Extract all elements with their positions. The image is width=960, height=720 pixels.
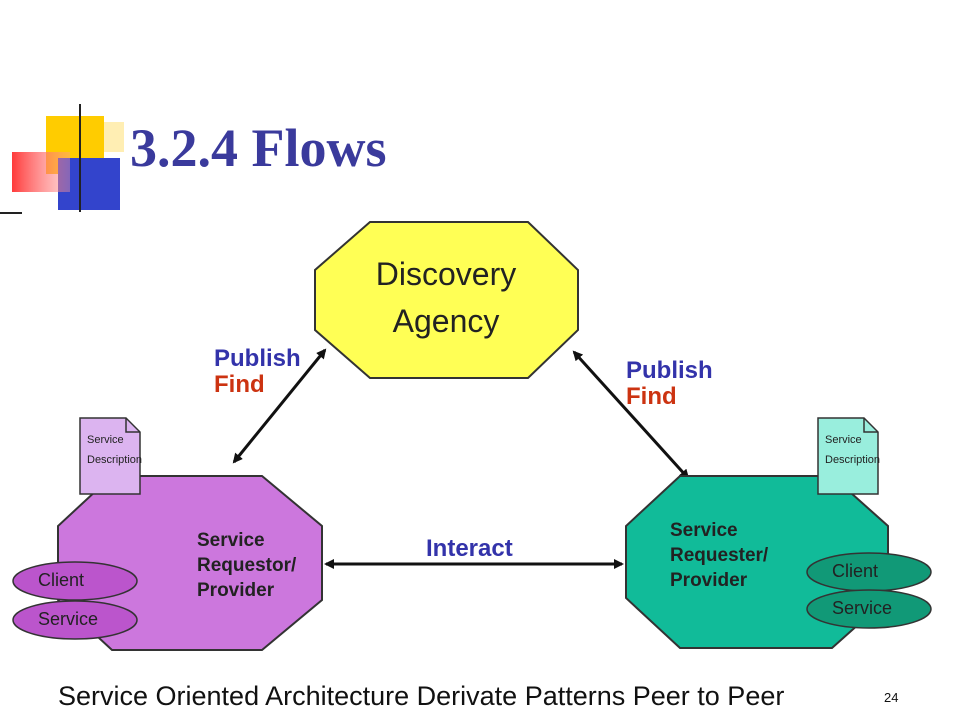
right-doc-label-line1: Service	[825, 434, 862, 446]
left-node-label-line2: Requestor/	[197, 555, 297, 576]
left-doc-label-line1: Service	[87, 434, 124, 446]
right-doc-fold	[863, 418, 878, 433]
left-publish-find-arrow	[232, 348, 327, 464]
left-client-ellipse	[12, 561, 138, 601]
right-service-description-doc	[817, 417, 879, 495]
right-service-label: Service	[832, 598, 892, 618]
slide-caption: Service Oriented Architecture Derivate P…	[58, 681, 785, 711]
left-find-label: Find	[214, 371, 265, 398]
slide-title: 3.2.4 Flows	[130, 118, 387, 178]
right-client-label: Client	[832, 561, 878, 581]
discovery-agency-label-line1: Discovery	[376, 256, 516, 292]
right-service-ellipse	[806, 589, 932, 629]
left-service-description-doc	[79, 417, 141, 495]
left-service-ellipse	[12, 600, 138, 640]
left-doc-label-line2: Description	[87, 454, 142, 466]
left-doc-fold	[125, 418, 140, 433]
discovery-agency-label-line2: Agency	[393, 303, 500, 339]
left-client-label: Client	[38, 570, 84, 590]
left-publish-label: Publish	[214, 345, 301, 372]
corner-logo	[0, 104, 900, 214]
discovery-agency-node	[314, 221, 579, 379]
right-publish-label: Publish	[626, 357, 713, 384]
left-service-label: Service	[38, 609, 98, 629]
right-node-label-line2: Requester/	[670, 545, 769, 566]
right-node-label-line1: Service	[670, 520, 738, 541]
right-publish-find-arrow	[572, 350, 690, 480]
interact-label: Interact	[426, 535, 513, 562]
right-find-label: Find	[626, 383, 677, 410]
left-node-label-line1: Service	[197, 530, 265, 551]
left-service-node	[57, 475, 323, 651]
left-node-label-line3: Provider	[197, 580, 275, 601]
page-number: 24	[884, 690, 899, 705]
right-doc-label-line2: Description	[825, 454, 880, 466]
right-node-label-line3: Provider	[670, 570, 748, 591]
